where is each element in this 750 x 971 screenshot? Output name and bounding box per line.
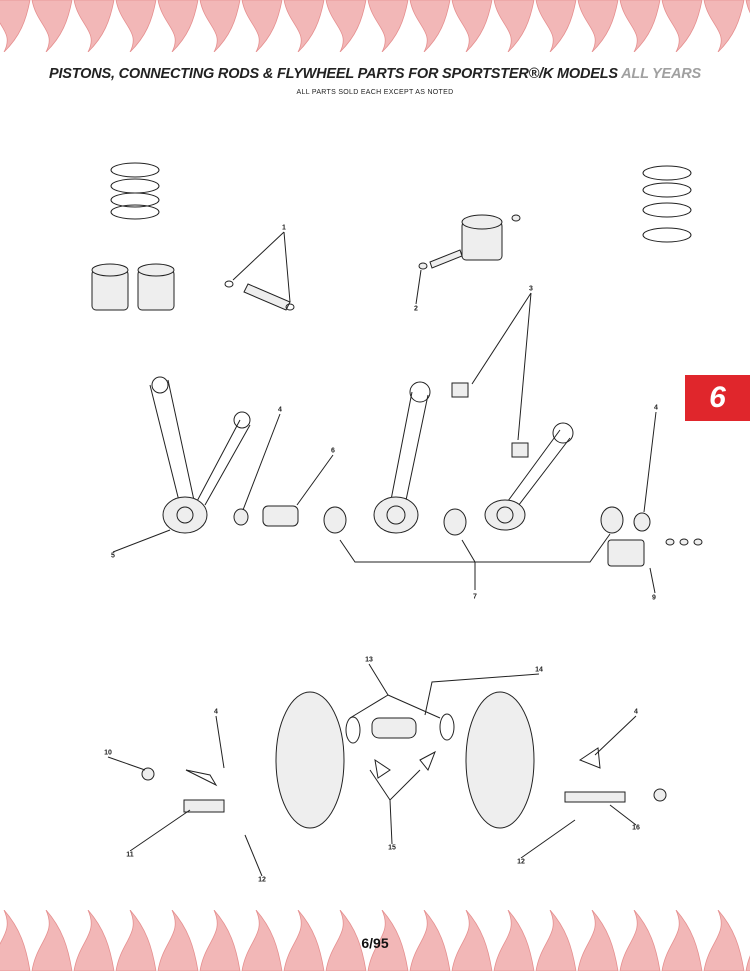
flame-shape [325,910,367,971]
flame-shape [0,910,31,971]
page-title-suffix: ALL YEARS [621,66,702,82]
flame-shape [703,0,745,52]
flame-shape [73,0,115,52]
connecting-rods [149,292,574,534]
flame-shape [745,0,750,14]
callout-7: 7 [473,593,477,601]
flame-shape [535,0,577,52]
callout-12: 12 [258,876,266,884]
flame-border-bottom [0,910,750,971]
callout-10: 10 [104,749,112,757]
flame-shape [409,910,451,971]
bearings-row [112,411,703,594]
callout-9: 9 [652,594,656,602]
page-title: PISTONS, CONNECTING RODS & FLYWHEEL PART… [0,66,750,82]
flame-shape [367,0,409,52]
page-number: 6/95 [361,935,389,951]
flame-border-top [0,0,750,52]
flame-shape [0,0,31,52]
flame-shape [31,910,73,971]
piston-pin-1 [224,231,295,311]
flame-shape [745,955,750,971]
pistons-left [91,263,175,311]
callout-5: 5 [111,552,115,560]
callout-15: 15 [388,844,396,852]
flame-shape [283,910,325,971]
flame-shape [409,0,451,52]
callout-4: 4 [654,404,658,412]
flame-shape [241,910,283,971]
flame-shape [157,0,199,52]
callout-6: 6 [331,447,335,455]
flame-shape [199,0,241,52]
callout-16: 16 [632,824,640,832]
section-tab[interactable]: 6 [685,375,750,421]
callout-4: 4 [214,708,218,716]
flame-shape [325,0,367,52]
flame-shape [493,0,535,52]
callout-4: 4 [278,406,282,414]
flywheel-assembly [107,663,667,877]
flame-shape [661,910,703,971]
piston-3 [415,214,521,305]
callout-14: 14 [535,666,543,674]
callout-3: 3 [529,285,533,293]
flame-shape [451,910,493,971]
flame-shape [451,0,493,52]
callout-2: 2 [414,305,418,313]
flame-shape [493,910,535,971]
flame-shape [241,0,283,52]
piston-rings-right [642,165,692,243]
flame-shape [577,0,619,52]
callout-13: 13 [365,656,373,664]
callout-11: 11 [126,851,134,859]
callout-1: 1 [282,224,286,232]
callout-12: 12 [517,858,525,866]
page-title-main: PISTONS, CONNECTING RODS & FLYWHEEL PART… [48,66,618,82]
flame-shape [31,0,73,52]
flame-shape [199,910,241,971]
callout-4: 4 [634,708,638,716]
flame-shape [619,910,661,971]
flame-shape [577,910,619,971]
flame-shape [535,910,577,971]
flame-shape [703,910,745,971]
piston-rings-left [110,162,160,220]
flame-shape [619,0,661,52]
flame-shape [115,0,157,52]
page-subtitle: ALL PARTS SOLD EACH EXCEPT AS NOTED [296,89,454,96]
flame-shape [367,910,409,971]
flame-shape [157,910,199,971]
flame-shape [661,0,703,52]
flame-shape [73,910,115,971]
flame-shape [115,910,157,971]
flame-shape [283,0,325,52]
